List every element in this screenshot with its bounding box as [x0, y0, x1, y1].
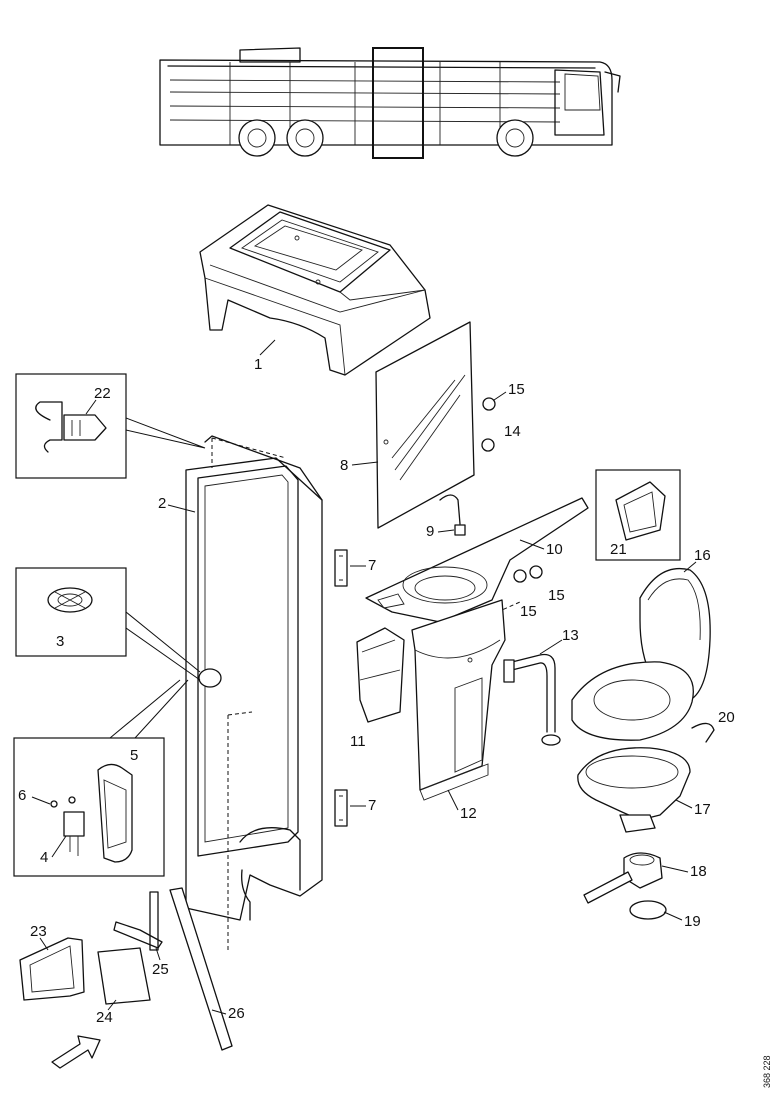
- seal-15-b: [529, 565, 543, 579]
- drain-pipe: [503, 653, 561, 746]
- detail-box-3: [15, 567, 201, 681]
- callout-21: 21: [610, 541, 627, 558]
- callout-17: 17: [694, 801, 711, 818]
- bracket-23: [19, 937, 85, 1001]
- callout-26: 26: [228, 1005, 245, 1022]
- callout-22: 22: [94, 385, 111, 402]
- door-panel: [185, 435, 323, 952]
- callout-1: 1: [254, 356, 262, 373]
- callout-8: 8: [340, 457, 348, 474]
- callout-11: 11: [350, 733, 366, 750]
- detail-box-21: [595, 469, 681, 561]
- seal-15-a: [513, 569, 527, 583]
- tube-26: [169, 887, 233, 1051]
- callout-15-a: 15: [520, 603, 537, 620]
- callout-3: 3: [56, 633, 64, 650]
- toilet-bowl: [577, 747, 691, 833]
- sink-cabinet: [411, 599, 506, 801]
- callout-23: 23: [30, 923, 47, 940]
- detail-box-22: [15, 373, 206, 479]
- callout-18: 18: [690, 863, 707, 880]
- ring-14: [481, 438, 495, 452]
- callout-labels: 1 2 3 4 5 6 7 7 8 9 10 11 12 13 14 15 15…: [18, 339, 772, 1088]
- callout-5: 5: [130, 747, 138, 764]
- seal-15-top: [482, 397, 496, 411]
- callout-24: 24: [96, 1009, 113, 1026]
- bus-overview: [159, 47, 621, 159]
- mirror: [375, 321, 475, 529]
- flush-valve: [583, 852, 663, 904]
- direction-arrow: [51, 1035, 101, 1069]
- waste-bin: [356, 627, 405, 723]
- callout-20: 20: [718, 709, 735, 726]
- strip-25: [113, 921, 163, 949]
- callout-25: 25: [152, 961, 169, 978]
- callout-9: 9: [426, 523, 434, 540]
- hinge-cable-20: [691, 722, 715, 743]
- callout-2: 2: [158, 495, 166, 512]
- gasket-19: [629, 900, 667, 920]
- detail-box-4-5-6: [13, 679, 189, 877]
- drawing-code: 368 228: [762, 1055, 772, 1088]
- callout-14: 14: [504, 423, 521, 440]
- callout-19: 19: [684, 913, 701, 930]
- callout-16: 16: [694, 547, 711, 564]
- callout-6: 6: [18, 787, 26, 804]
- callout-10: 10: [546, 541, 563, 558]
- plate-24: [97, 947, 151, 1005]
- roof-unit: [199, 204, 431, 376]
- callout-4: 4: [40, 849, 48, 866]
- callout-15-b: 15: [548, 587, 565, 604]
- callout-7-upper: 7: [368, 557, 376, 574]
- clip-7-lower: [334, 789, 348, 827]
- callout-15-top: 15: [508, 381, 525, 398]
- callout-13: 13: [562, 627, 579, 644]
- clip-7-upper: [334, 549, 348, 587]
- toilet-seat: [571, 661, 694, 741]
- callout-7-lower: 7: [368, 797, 376, 814]
- callout-12: 12: [460, 805, 477, 822]
- toilet-location-box: [372, 47, 424, 159]
